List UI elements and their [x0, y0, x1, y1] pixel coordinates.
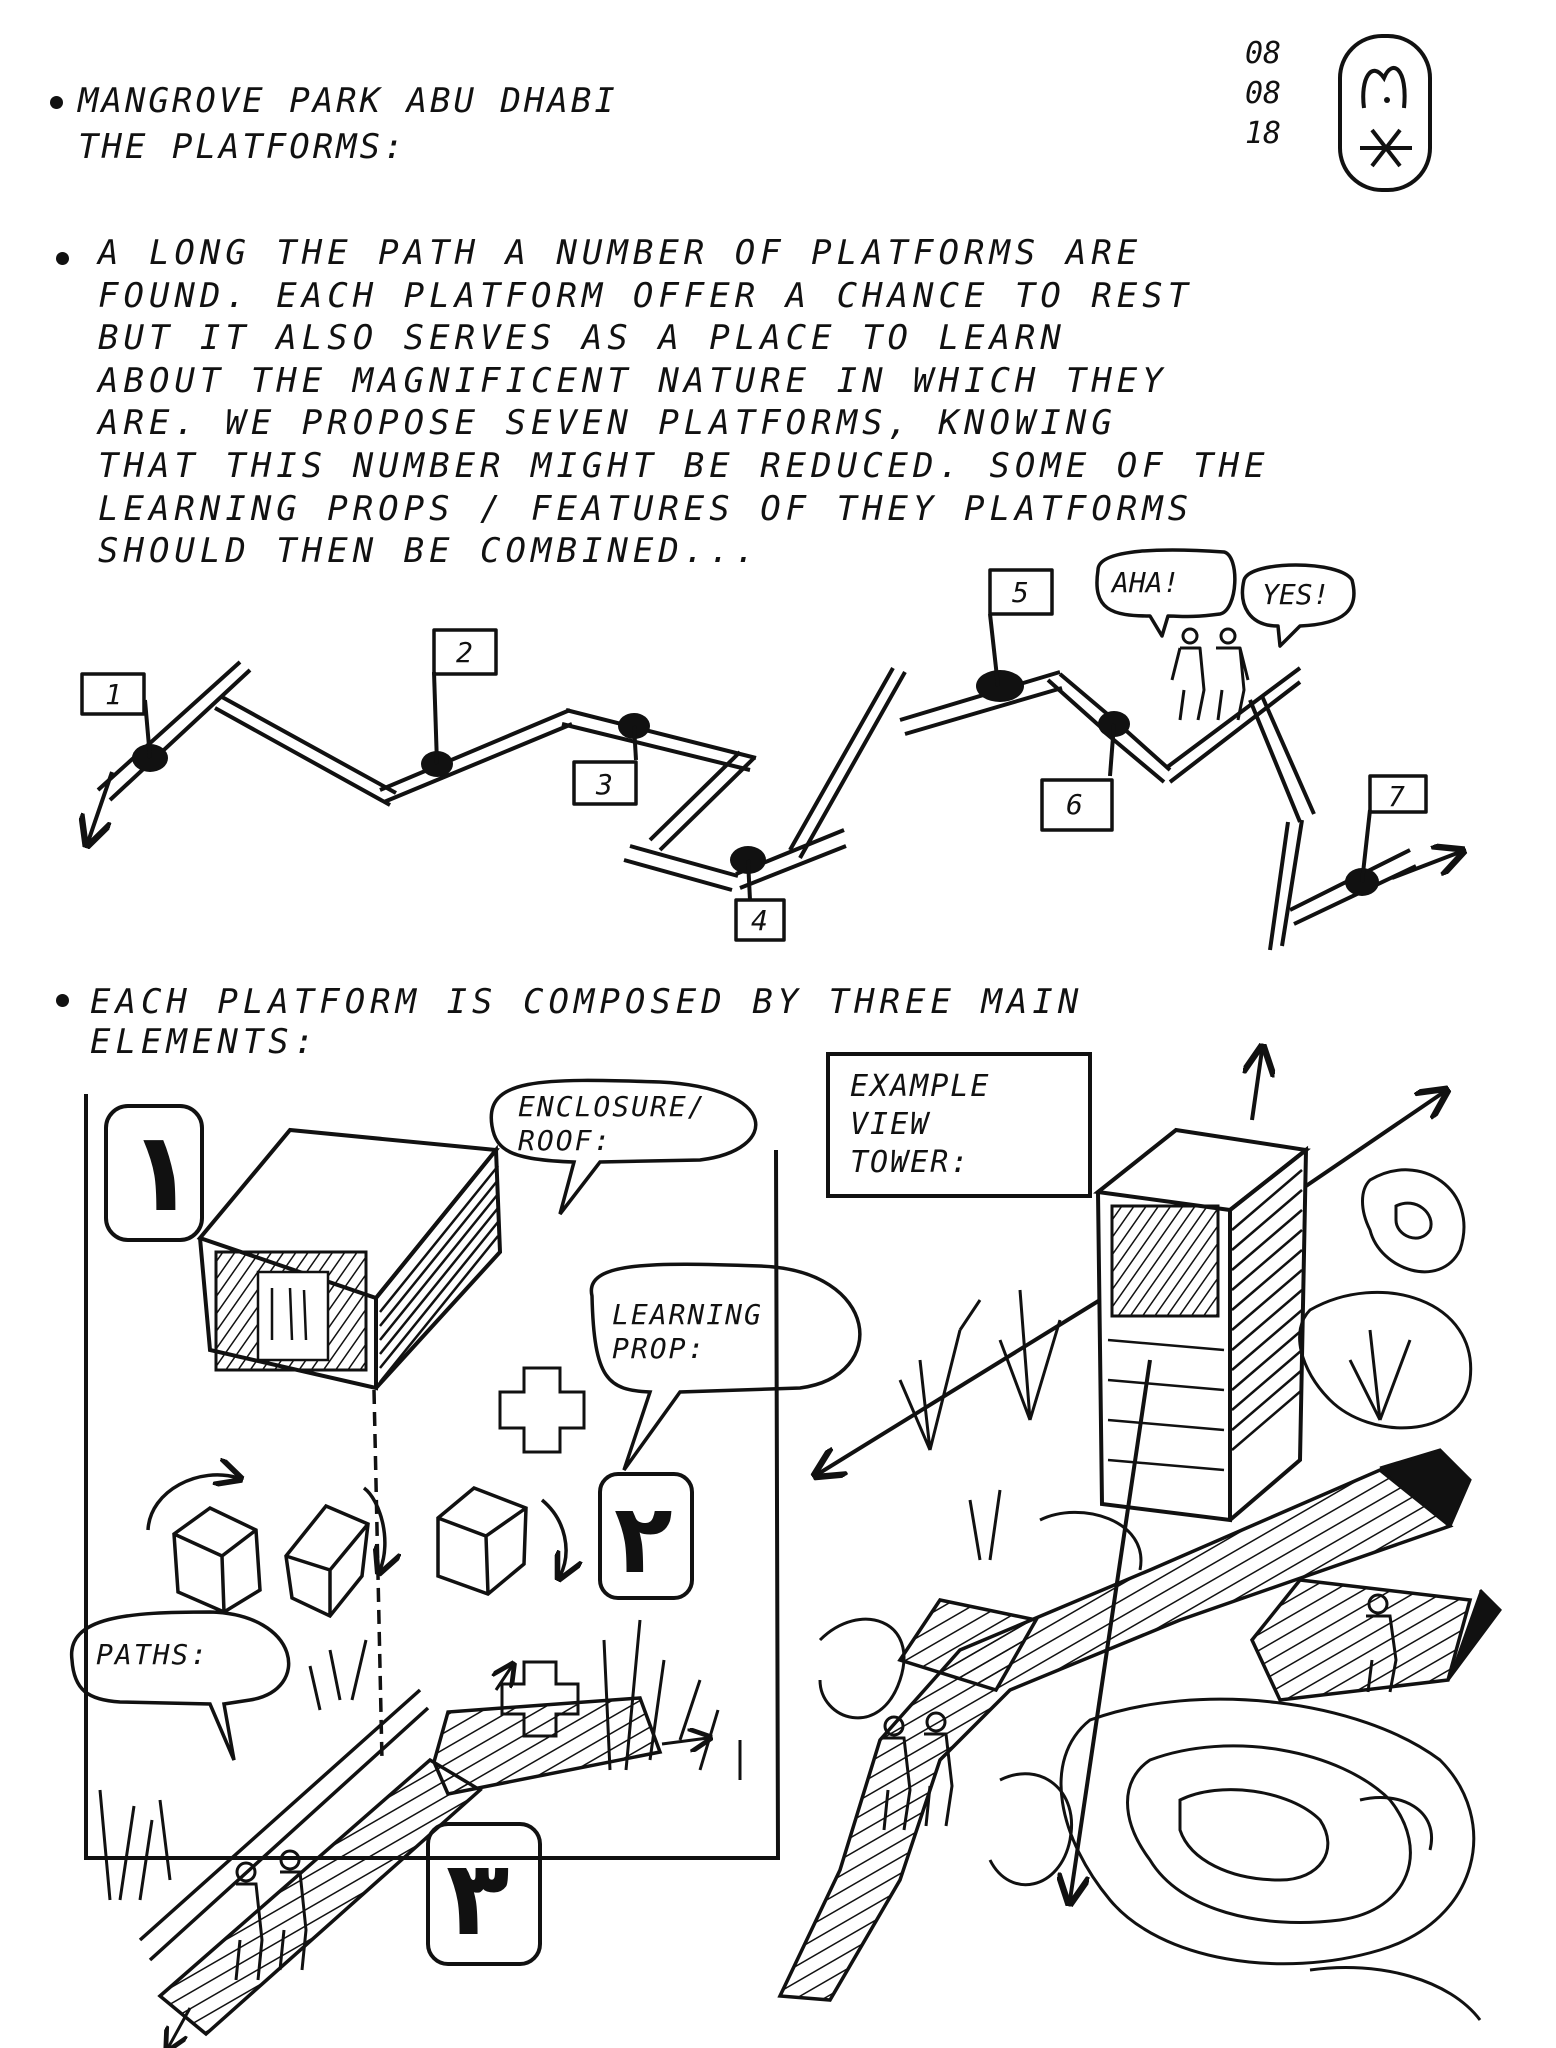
learning-prop-bubble-text: LEARNING PROP:	[612, 1298, 763, 1365]
arabic-numerals: ١ ٢ ٣	[128, 1108, 673, 1959]
flag-boxes	[80, 568, 1428, 942]
example-box-text: EXAMPLE VIEW TOWER:	[850, 1069, 991, 1180]
path-end-arrow	[1391, 852, 1460, 880]
date-month: 08	[1245, 76, 1282, 111]
elements-panel	[70, 1078, 862, 2048]
curved-boardwalk	[777, 1448, 1502, 2002]
platform-dot	[976, 670, 1024, 702]
learning-prop-bubble	[589, 1262, 862, 1472]
date-stamp: 08 08 18	[1245, 34, 1281, 154]
elements-frame	[84, 1094, 781, 1860]
enclosure-bubble	[489, 1078, 758, 1216]
intro-line: LEARNING PROPS / FEATURES OF THEY PLATFO…	[98, 488, 1194, 529]
example-box	[826, 1052, 1092, 1198]
page-title: MANGROVE PARK ABU DHABI THE PLATFORMS:	[78, 78, 618, 170]
path-start-arrow	[88, 771, 114, 842]
title-line-1: MANGROVE PARK ABU DHABI	[78, 81, 618, 121]
flag-labels: 1 2 3 4 5 6 7 AHA! YES!	[105, 566, 1405, 937]
numeral-1-badge	[104, 1104, 204, 1242]
date-year: 18	[1245, 116, 1282, 151]
intro-line: BUT IT ALSO SERVES AS A PLACE TO LEARN	[98, 318, 1066, 359]
aha-text: AHA!	[1110, 566, 1179, 599]
flag-label-2: 2	[456, 636, 473, 669]
arabic-numeral-2: ٢	[614, 1483, 673, 1595]
numeral-3-badge	[426, 1822, 542, 1966]
flag-label-1: 1	[105, 678, 122, 711]
elements-bullet	[56, 994, 69, 1007]
aha-bubble	[1095, 548, 1237, 638]
intro-paragraph: A LONG THE PATH A NUMBER OF PLATFORMS AR…	[98, 232, 1270, 573]
dashed-connector	[372, 1389, 384, 1761]
flag-label-5: 5	[1012, 576, 1029, 609]
flag-poles	[143, 613, 1372, 901]
terrain-contours	[818, 1168, 1482, 2021]
paths-bubble-text: PATHS:	[96, 1638, 210, 1671]
view-tower-sketch	[818, 1050, 1444, 1900]
title-line-2: THE PLATFORMS:	[78, 127, 407, 167]
numeral-2-badge	[598, 1472, 694, 1600]
intro-line: THAT THIS NUMBER MIGHT BE REDUCED. SOME …	[98, 445, 1270, 486]
boardwalk-sketch	[138, 1666, 708, 2048]
intro-line: ARE. WE PROPOSE SEVEN PLATFORMS, KNOWING	[98, 403, 1117, 444]
elements-line-2: ELEMENTS:	[90, 1022, 320, 1062]
signature-glyph	[1360, 66, 1412, 168]
intro-line: ABOUT THE MAGNIFICENT NATURE IN WHICH TH…	[98, 360, 1168, 401]
flag-2-box	[432, 628, 498, 676]
flag-3-box	[572, 760, 638, 806]
flag-label-7: 7	[1388, 780, 1405, 813]
arabic-numeral-3: ٣	[446, 1837, 509, 1959]
enclosure-roof-sketch	[196, 1127, 503, 1391]
walking-people	[234, 1849, 308, 1981]
flag-5-box	[988, 568, 1054, 616]
elements-line-1: EACH PLATFORM IS COMPOSED BY THREE MAIN	[90, 982, 1084, 1022]
intro-line: SHOULD THEN BE COMBINED...	[98, 531, 761, 572]
mangrove-trees	[898, 1289, 1412, 1561]
arabic-numeral-1: ١	[128, 1108, 195, 1236]
flag-label-4: 4	[751, 904, 768, 937]
flag-4-box	[734, 898, 786, 942]
view-tower-panel	[777, 1050, 1502, 2021]
learning-prop-cubes	[146, 1475, 566, 1619]
intro-bullet	[56, 252, 69, 265]
tower-visitors	[882, 1593, 1398, 1831]
flag-label-3: 3	[595, 768, 613, 801]
platform-dots	[132, 670, 1379, 896]
paths-bubble	[70, 1610, 291, 1761]
flag-label-6: 6	[1066, 788, 1083, 821]
intro-line: A LONG THE PATH A NUMBER OF PLATFORMS AR…	[98, 233, 1143, 273]
intro-line: FOUND. EACH PLATFORM OFFER A CHANCE TO R…	[98, 275, 1194, 316]
elements-heading: EACH PLATFORM IS COMPOSED BY THREE MAIN …	[90, 982, 1083, 1062]
signature-stamp	[1338, 34, 1432, 192]
flag-1-box	[80, 672, 146, 716]
title-bullet	[50, 96, 63, 109]
yes-bubble	[1240, 563, 1356, 648]
two-people-figures	[1170, 627, 1250, 721]
flag-7-box	[1368, 774, 1428, 814]
flag-6-box	[1040, 778, 1114, 832]
plus-icon	[498, 1366, 586, 1454]
enclosure-bubble-text: ENCLOSURE/ ROOF:	[518, 1090, 707, 1157]
mangrove-grass	[98, 1619, 742, 1901]
date-day: 08	[1245, 36, 1282, 71]
path-segments	[96, 660, 1417, 951]
platform-path-diagram	[80, 548, 1460, 951]
yes-text: YES!	[1262, 578, 1329, 611]
